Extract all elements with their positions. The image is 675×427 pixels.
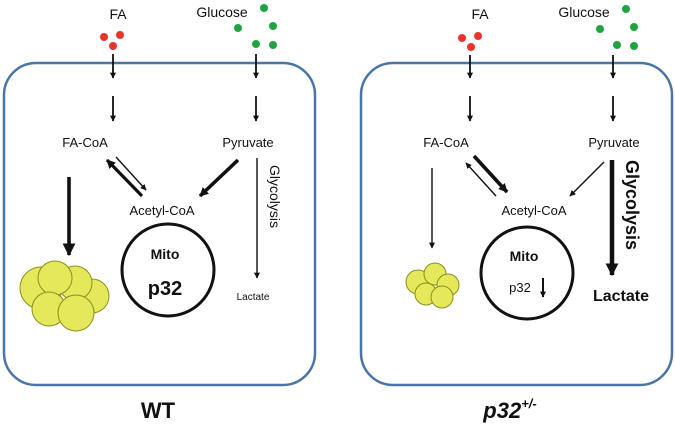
pyruvate-to-acetyl-arrow <box>569 161 605 197</box>
glucose-dots <box>596 5 638 50</box>
lactate-label: Lactate <box>593 288 649 305</box>
lipid-droplets-large <box>19 260 110 332</box>
panel-p32-het: FA Glucose FA-CoA Pyruvate Acetyl-CoA Gl… <box>359 4 674 423</box>
mito-label: Mito <box>151 246 180 262</box>
cell-membrane <box>2 61 317 387</box>
fa-dots <box>100 31 124 50</box>
mito-label: Mito <box>510 248 539 264</box>
glucose-label: Glucose <box>558 4 610 20</box>
fa-synthesis-arrow <box>465 162 497 197</box>
p32-label: p32 <box>509 280 531 295</box>
glucose-dots <box>234 4 277 49</box>
fa-label: FA <box>109 6 127 22</box>
glycolysis-label: Glycolysis <box>622 160 642 250</box>
fa-oxidation-arrow <box>472 154 509 194</box>
fa-dots <box>458 32 482 51</box>
pyruvate-label: Pyruvate <box>222 135 273 150</box>
p32-label: p32 <box>148 278 182 300</box>
glycolysis-label: Glycolysis <box>267 165 283 228</box>
acetyl-coa-label: Acetyl-CoA <box>501 203 566 218</box>
cell-membrane <box>359 61 674 387</box>
fa-label: FA <box>471 6 489 22</box>
lipid-droplets-small <box>405 262 460 309</box>
pyruvate-label: Pyruvate <box>588 135 639 150</box>
glucose-label: Glucose <box>196 4 248 20</box>
mitochondrion <box>120 222 216 318</box>
fa-oxidation-arrow <box>115 156 147 191</box>
panel-caption-wt: WT <box>141 398 176 423</box>
lactate-label: Lactate <box>237 292 270 303</box>
pyruvate-to-acetyl-arrow <box>198 158 240 198</box>
mitochondrion <box>479 225 575 321</box>
fa-coa-label: FA-CoA <box>62 135 108 150</box>
fa-coa-label: FA-CoA <box>423 135 469 150</box>
acetyl-coa-label: Acetyl-CoA <box>129 203 194 218</box>
panel-wt: FA Glucose FA-CoA Pyruvate Acetyl-CoA <box>2 4 317 423</box>
fa-synthesis-arrow <box>105 158 144 198</box>
panel-caption-p32-het: p32+/- <box>482 396 536 423</box>
